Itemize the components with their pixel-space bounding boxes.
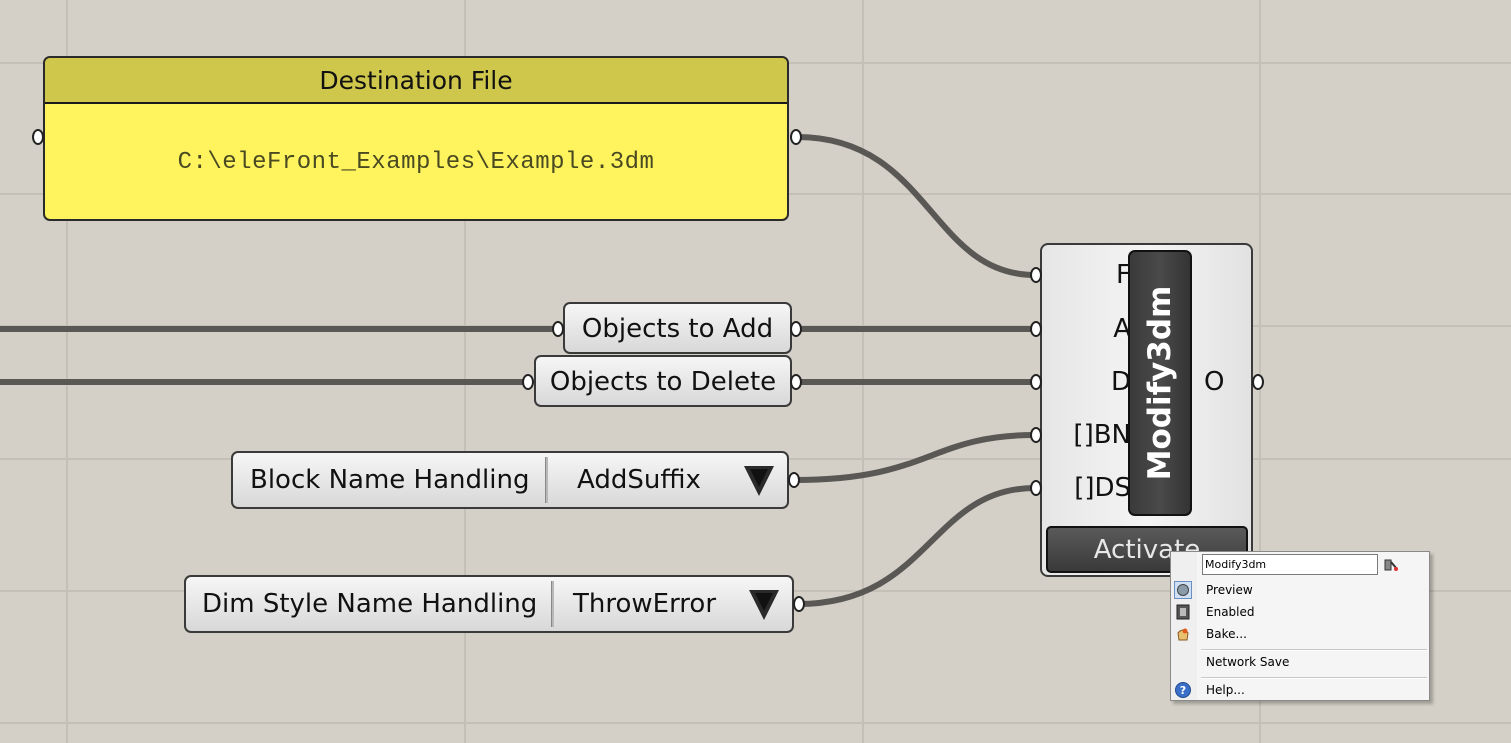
component-name: Modify3dm [1142, 285, 1178, 481]
objects-to-add-param[interactable]: Objects to Add [563, 302, 792, 354]
objects-to-delete-input-grip[interactable] [522, 374, 534, 390]
menu-item-network-save[interactable]: Network Save [1206, 655, 1290, 669]
input-a-grip[interactable] [1030, 321, 1042, 337]
context-menu: Modify3dm Preview Enabled Bak [1170, 551, 1430, 701]
dropdown-arrow-icon[interactable] [747, 584, 781, 624]
menu-separator [1201, 649, 1427, 651]
menu-item-bake[interactable]: Bake... [1171, 624, 1429, 644]
param-label: Objects to Add [581, 314, 774, 344]
output-o[interactable]: O [1204, 367, 1225, 397]
block-name-output-grip[interactable] [788, 472, 800, 488]
objects-to-add-output-grip[interactable] [790, 321, 802, 337]
value-list-divider [545, 457, 548, 503]
grid-line [464, 0, 466, 743]
input-d-grip[interactable] [1030, 374, 1042, 390]
menu-item-enabled[interactable]: Enabled [1171, 602, 1429, 622]
help-icon: ? [1175, 682, 1191, 698]
dropdown-arrow-icon[interactable] [742, 460, 776, 500]
component-name-field[interactable]: Modify3dm [1202, 554, 1378, 575]
value-list-selected[interactable]: AddSuffix [577, 465, 701, 495]
dim-style-value-list[interactable]: Dim Style Name Handling ThrowError [184, 575, 794, 633]
input-ds[interactable]: []DS [1074, 473, 1131, 503]
dim-style-output-grip[interactable] [793, 596, 805, 612]
panel-output-grip[interactable] [790, 129, 802, 145]
panel-input-grip[interactable] [32, 129, 44, 145]
destination-file-panel[interactable]: Destination File C:\eleFront_Examples\Ex… [43, 56, 789, 221]
input-d[interactable]: D [1110, 367, 1131, 397]
value-list-selected[interactable]: ThrowError [573, 589, 717, 619]
value-list-label: Block Name Handling [250, 465, 530, 495]
input-ds-grip[interactable] [1030, 480, 1042, 496]
component-name-block[interactable]: Modify3dm [1128, 250, 1192, 516]
preview-icon [1174, 581, 1192, 599]
grid-line [0, 722, 1511, 724]
input-a[interactable]: A [1113, 314, 1131, 344]
panel-title: Destination File [45, 58, 787, 104]
modify3dm-component[interactable]: F A D []BN []DS Modify3dm O Activate [1040, 243, 1253, 577]
input-bn-grip[interactable] [1030, 427, 1042, 443]
rename-icon[interactable] [1383, 557, 1399, 573]
wire-block-name [792, 432, 1038, 483]
menu-icon-gutter [1171, 552, 1197, 700]
bake-icon [1177, 628, 1189, 641]
block-name-value-list[interactable]: Block Name Handling AddSuffix [231, 451, 789, 509]
input-bn[interactable]: []BN [1073, 420, 1131, 450]
input-f[interactable]: F [1116, 260, 1131, 290]
input-f-grip[interactable] [1030, 267, 1042, 283]
objects-to-delete-param[interactable]: Objects to Delete [534, 355, 792, 407]
objects-to-add-input-grip[interactable] [552, 321, 564, 337]
menu-item-preview[interactable]: Preview [1171, 580, 1429, 600]
panel-content[interactable]: C:\eleFront_Examples\Example.3dm [177, 149, 655, 176]
menu-separator [1201, 677, 1427, 679]
wire-file [794, 134, 1038, 278]
grid-line [862, 0, 864, 743]
svg-text:?: ? [1180, 684, 1186, 697]
menu-item-help[interactable]: ? Help... [1171, 680, 1429, 700]
enabled-icon [1176, 604, 1190, 620]
grid-line [1259, 0, 1261, 743]
value-list-label: Dim Style Name Handling [202, 589, 538, 619]
wire-dim-style [795, 485, 1038, 607]
grid-line [66, 0, 68, 743]
param-label: Objects to Delete [549, 367, 777, 397]
value-list-divider [551, 581, 554, 627]
output-o-grip[interactable] [1252, 374, 1264, 390]
objects-to-delete-output-grip[interactable] [790, 374, 802, 390]
